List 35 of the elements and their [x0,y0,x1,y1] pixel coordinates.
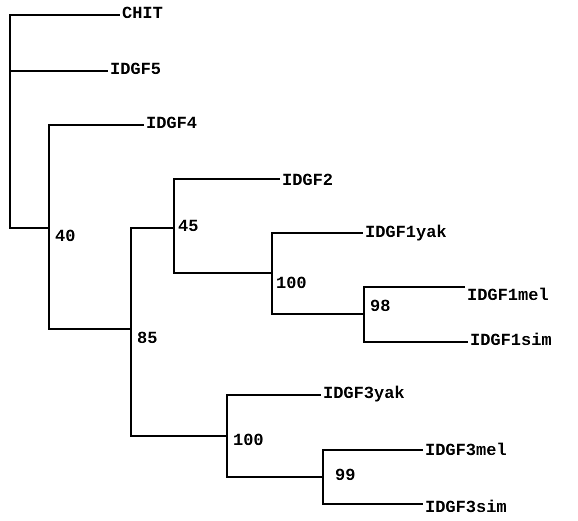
taxon-label: IDGF1mel [467,288,549,306]
root-branch-line [9,14,11,229]
tree-branch [273,313,364,315]
taxon-label: IDGF4 [146,116,198,134]
tree-branch [132,227,174,229]
tree-branch [175,178,280,180]
bootstrap-value: 45 [178,219,198,237]
tree-branch [324,503,423,505]
tree-branch [324,449,423,451]
taxon-label: IDGF1sim [470,333,552,351]
bootstrap-value: 100 [233,433,264,451]
tree-branch [132,435,227,437]
tree-branch [11,70,108,72]
bootstrap-value: 85 [137,331,158,349]
bootstrap-value: 98 [370,299,390,317]
taxon-label: IDGF5 [110,62,162,80]
taxon-label: IDGF1yak [365,225,447,243]
tree-branch [365,286,465,288]
tree-branch [11,14,120,16]
tree-branch [175,272,272,274]
bootstrap-value: 40 [55,229,76,247]
tree-branch [228,394,321,396]
taxon-label: IDGF3mel [425,443,507,461]
tree-branch [228,476,323,478]
tree-branch [50,328,131,330]
taxon-label: IDGF3sim [425,500,507,518]
taxon-label: IDGF3yak [323,386,405,404]
taxon-label: CHIT [122,6,163,24]
tree-branch [273,232,363,234]
taxon-label: IDGF2 [282,173,334,191]
tree-branch [50,124,144,126]
tree-branch [11,227,49,229]
tree-branch [365,341,468,343]
bootstrap-value: 100 [276,276,307,294]
bootstrap-value: 99 [335,468,356,486]
